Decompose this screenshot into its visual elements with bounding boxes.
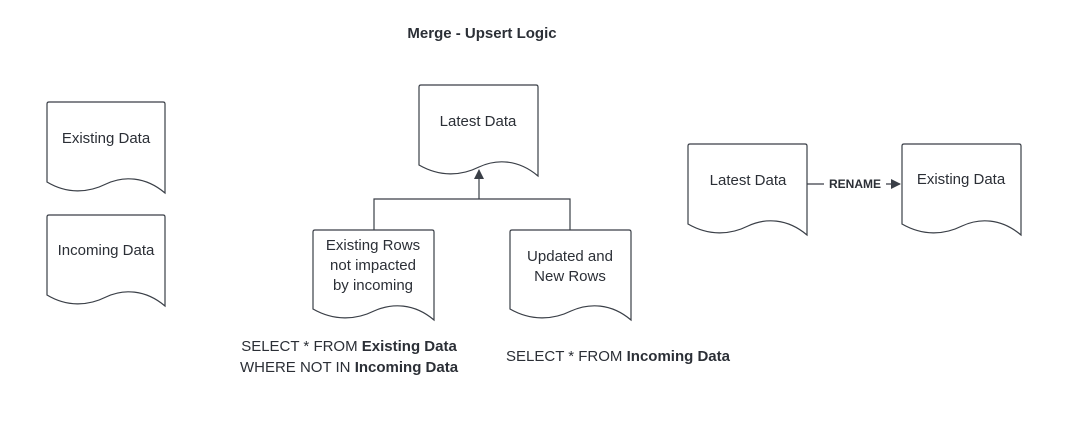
query-left-line2-bold: Incoming Data: [355, 359, 459, 376]
existing-rows-label-line1: Existing Rows: [326, 237, 420, 254]
latest-data-right-label: Latest Data: [710, 172, 787, 189]
query-left-line1: SELECT * FROM Existing Data: [241, 338, 457, 355]
diagram-title: Merge - Upsert Logic: [407, 25, 556, 42]
query-right-line1: SELECT * FROM Incoming Data: [506, 348, 731, 365]
query-left-line2-plain: WHERE NOT IN: [240, 359, 355, 376]
existing-data-right-label: Existing Data: [917, 171, 1006, 188]
existing-rows-label-line2: not impacted: [330, 257, 416, 274]
query-left-line1-plain: SELECT * FROM: [241, 338, 362, 355]
incoming-data-left-label: Incoming Data: [58, 242, 155, 259]
existing-rows-label-line3: by incoming: [333, 277, 413, 294]
connector-updated-rows: [479, 198, 571, 230]
latest-data-center-node: Latest Data: [418, 84, 539, 178]
existing-data-left-label: Existing Data: [62, 130, 151, 147]
updated-new-rows-label-line1: Updated and: [527, 248, 613, 265]
latest-data-center-label: Latest Data: [440, 113, 517, 130]
connector-existing-rows: [373, 198, 479, 230]
updated-new-rows-node: Updated and New Rows: [509, 229, 632, 322]
existing-data-right-node: Existing Data: [901, 143, 1022, 237]
query-right-line1-plain: SELECT * FROM: [506, 348, 627, 365]
updated-new-rows-label-line2: New Rows: [534, 268, 606, 285]
existing-rows-node: Existing Rows not impacted by incoming: [312, 229, 435, 322]
rename-label: RENAME: [829, 177, 881, 191]
latest-data-right-node: Latest Data: [687, 143, 808, 237]
existing-data-left-node: Existing Data: [46, 101, 166, 195]
query-left-line2: WHERE NOT IN Incoming Data: [240, 359, 459, 376]
incoming-data-left-node: Incoming Data: [46, 214, 166, 308]
query-left-line1-bold: Existing Data: [362, 338, 458, 355]
query-right-line1-bold: Incoming Data: [627, 348, 731, 365]
rename-label-background: [824, 175, 886, 191]
